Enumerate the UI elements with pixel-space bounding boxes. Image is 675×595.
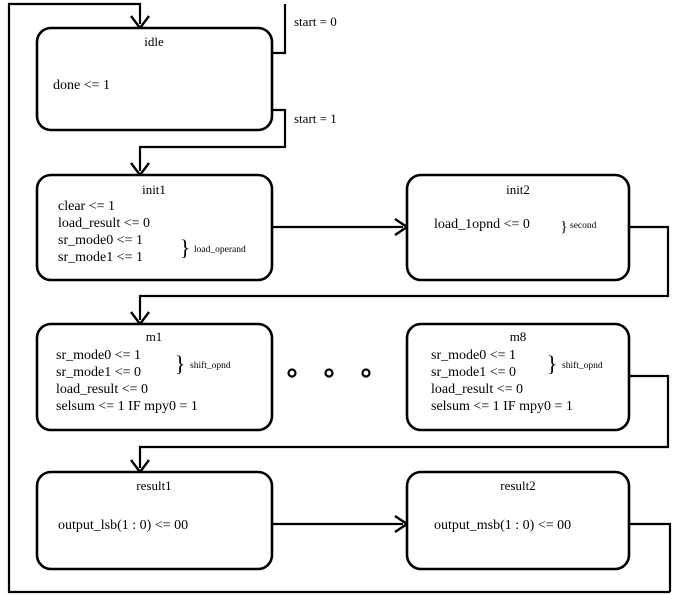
state-m8-line-3: load_result <= 0	[431, 382, 523, 397]
state-result2-line-1: output_msb(1 : 0) <= 00	[434, 518, 571, 533]
ellipsis-dot-2	[324, 368, 334, 378]
state-m1[interactable]: m1 sr_mode0 <= 1 sr_mode1 <= 0 load_resu…	[35, 322, 274, 432]
state-init2-brace-label: second	[570, 221, 597, 231]
state-init1-line-4: sr_mode1 <= 1	[58, 250, 143, 265]
ellipsis-dot-1	[287, 368, 297, 378]
transition-wires	[7, 2, 672, 594]
state-idle[interactable]: idle done <= 1	[35, 26, 274, 132]
state-result2-box[interactable]	[405, 470, 631, 571]
state-init1-box[interactable]	[35, 173, 274, 282]
ellipsis-dot-3	[361, 368, 371, 378]
state-init1[interactable]: init1 clear <= 1 load_result <= 0 sr_mod…	[35, 173, 274, 282]
state-m1-line-4: selsum <= 1 IF mpy0 = 1	[56, 399, 198, 414]
state-init2-brace: }	[560, 219, 567, 235]
state-init1-brace: }	[180, 235, 191, 260]
wire-result2-to-return	[629, 522, 672, 592]
state-m1-line-2: sr_mode1 <= 0	[56, 365, 141, 380]
state-init1-line-3: sr_mode0 <= 1	[58, 233, 143, 248]
wire-idle-to-init1	[138, 108, 287, 171]
state-idle-title: idle	[144, 34, 164, 49]
state-result1-title: result1	[136, 478, 171, 493]
state-m1-title: m1	[146, 329, 163, 344]
state-m8-line-2: sr_mode1 <= 0	[431, 365, 516, 380]
state-result1-box[interactable]	[35, 470, 274, 571]
state-m1-line-3: load_result <= 0	[56, 382, 148, 397]
state-init2-line-1: load_1opnd <= 0	[434, 217, 530, 232]
state-m1-brace: }	[175, 351, 186, 376]
edge-label-start-1: start = 1	[294, 111, 337, 126]
state-m8-box[interactable]	[405, 322, 631, 432]
state-m8-title: m8	[510, 329, 527, 344]
state-init1-line-1: clear <= 1	[58, 199, 115, 214]
state-m8[interactable]: m8 sr_mode0 <= 1 sr_mode1 <= 0 load_resu…	[405, 322, 631, 432]
state-m1-line-1: sr_mode0 <= 1	[56, 348, 141, 363]
state-init1-line-2: load_result <= 0	[58, 216, 150, 231]
state-init1-title: init1	[142, 182, 166, 197]
state-init2[interactable]: init2 load_1opnd <= 0 } second	[405, 173, 631, 282]
state-result1[interactable]: result1 output_lsb(1 : 0) <= 00	[35, 470, 274, 571]
ellipsis-dots	[287, 368, 371, 378]
state-result2-title: result2	[500, 478, 535, 493]
edge-label-start-0: start = 0	[294, 14, 337, 29]
wire-global-return-loop	[7, 2, 670, 594]
state-init2-box[interactable]	[405, 173, 631, 282]
state-init1-brace-label: load_operand	[194, 245, 246, 255]
state-result1-line-1: output_lsb(1 : 0) <= 00	[58, 518, 188, 533]
state-result2[interactable]: result2 output_msb(1 : 0) <= 00	[405, 470, 631, 571]
wire-m8-to-result1	[138, 374, 670, 468]
state-m8-brace: }	[547, 351, 558, 376]
state-init2-title: init2	[506, 182, 530, 197]
wire-init2-to-m1	[138, 225, 670, 320]
state-m8-line-1: sr_mode0 <= 1	[431, 348, 516, 363]
state-idle-box[interactable]	[35, 26, 274, 132]
edge-labels: start = 0 start = 1	[294, 14, 337, 126]
state-m1-box[interactable]	[35, 322, 274, 432]
wire-idle-start0	[272, 4, 287, 55]
state-idle-line-1: done <= 1	[53, 78, 110, 93]
state-m8-line-4: selsum <= 1 IF mpy0 = 1	[431, 399, 573, 414]
state-m1-brace-label: shift_opnd	[190, 360, 231, 371]
state-m8-brace-label: shift_opnd	[562, 360, 603, 371]
